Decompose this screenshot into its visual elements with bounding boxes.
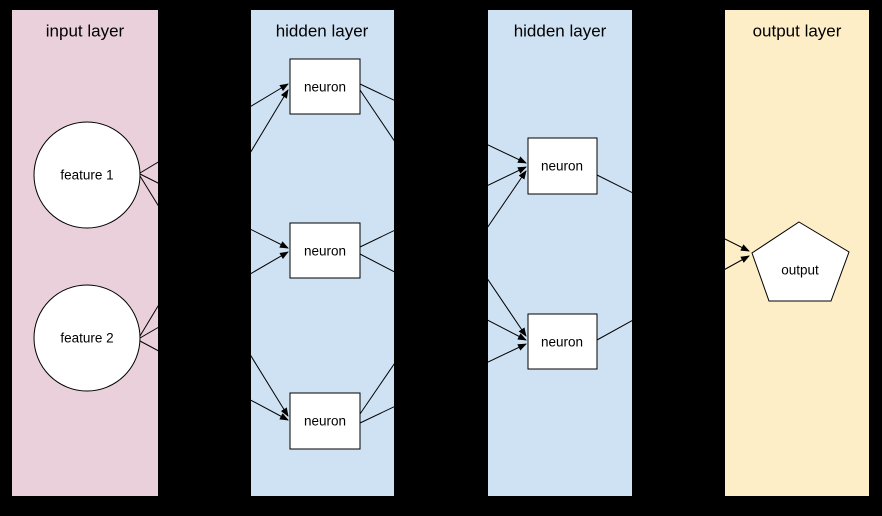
node-feature-2 — [33, 284, 141, 392]
node-h1-neuron-2-label: neuron — [304, 244, 346, 259]
node-output-label: output — [781, 263, 819, 278]
layer-title-hidden-1: hidden layer — [276, 22, 369, 41]
node-h1-neuron-1 — [289, 58, 361, 115]
node-h2-neuron-2 — [527, 313, 598, 370]
edge-h1n2-h2n1 — [359, 166, 527, 248]
layer-title-hidden-2: hidden layer — [514, 22, 607, 41]
edge-feature1-neuron1 — [139, 83, 289, 174]
node-h1-neuron-2 — [289, 222, 361, 279]
node-h2-neuron-2-label: neuron — [541, 335, 583, 350]
node-h1-neuron-3 — [289, 392, 361, 450]
edge-feature1-neuron3 — [139, 175, 289, 417]
layer-title-input: input layer — [46, 22, 125, 41]
edge-h1n1-h2n1 — [359, 83, 527, 164]
node-h1-neuron-1-label: neuron — [304, 80, 346, 95]
node-output — [751, 221, 850, 302]
edge-h1n1-h2n2 — [359, 89, 527, 337]
node-feature-2-label: feature 2 — [60, 331, 113, 346]
node-feature-1-label: feature 1 — [60, 168, 113, 183]
node-h2-neuron-1 — [527, 137, 598, 195]
edge-feature2-neuron2 — [139, 251, 289, 339]
layer-band-input — [12, 10, 158, 496]
node-feature-1 — [33, 121, 141, 229]
edge-feature1-neuron2 — [139, 173, 289, 249]
node-h1-neuron-3-label: neuron — [304, 414, 346, 429]
edge-feature2-neuron3 — [139, 340, 289, 421]
edge-feature2-neuron1 — [139, 89, 289, 337]
edge-h1n2-h2n2 — [359, 253, 527, 341]
edge-h2n1-output — [596, 174, 750, 252]
edge-h1n3-h2n1 — [359, 170, 527, 415]
layer-title-output: output layer — [753, 22, 842, 41]
layer-band-hidden-2 — [488, 10, 632, 496]
node-h2-neuron-1-label: neuron — [541, 159, 583, 174]
edge-h2n2-output — [596, 255, 750, 341]
edge-h1n3-h2n2 — [359, 343, 527, 424]
